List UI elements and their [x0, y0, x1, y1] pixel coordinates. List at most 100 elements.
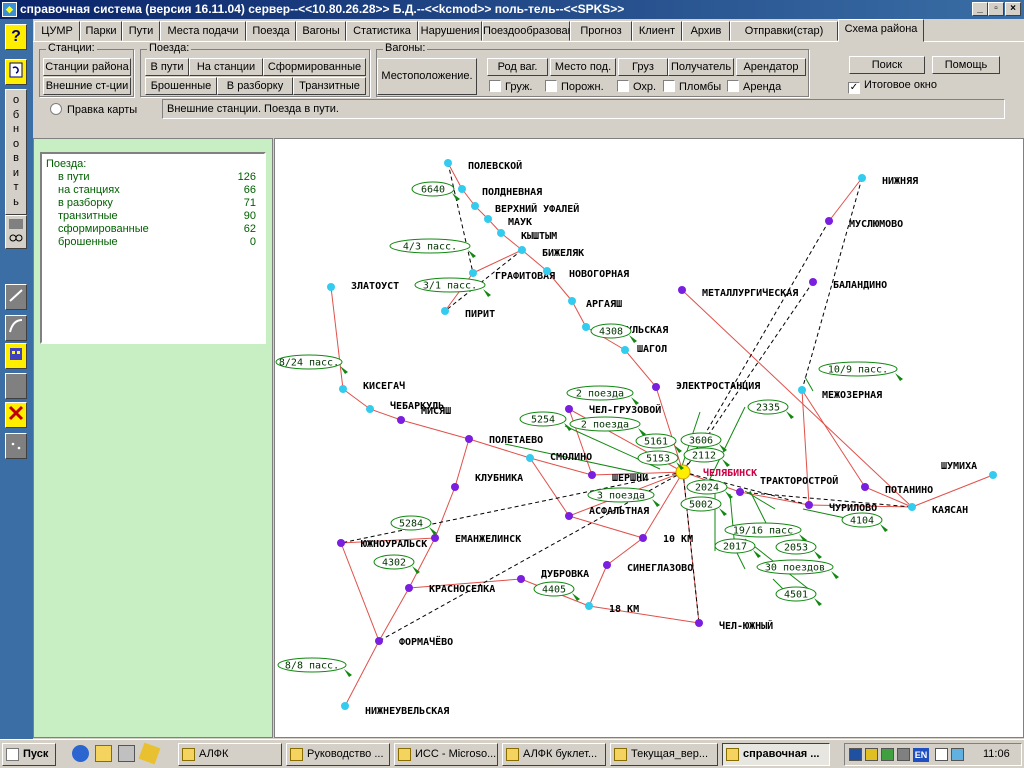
draw-line-button[interactable] [5, 284, 27, 310]
tab-4[interactable]: Места подачи [160, 21, 246, 41]
train-label-ellipse[interactable] [683, 447, 725, 463]
train-label[interactable]: 5153 [637, 450, 684, 470]
taskbar-item[interactable]: Руководство ... [286, 743, 390, 766]
seals-checkbox-box[interactable] [663, 80, 675, 92]
station-misyash[interactable]: МИСЯШ [397, 406, 451, 424]
train-label[interactable]: 4501 [775, 586, 822, 606]
station-muslyumovo[interactable]: МУСЛЮМОВО [825, 217, 903, 230]
station-marker[interactable] [337, 539, 345, 547]
station-10km[interactable]: 10 КМ [639, 534, 693, 545]
train-label[interactable]: 5161 [635, 433, 682, 453]
train-label[interactable]: 5254 [519, 411, 572, 431]
station-marker[interactable] [805, 501, 813, 509]
station-marker[interactable] [397, 416, 405, 424]
station-marker[interactable] [585, 602, 593, 610]
train-label[interactable]: 2335 [747, 399, 794, 419]
station-marker[interactable] [465, 435, 473, 443]
transit-trains-button[interactable]: Транзитные [293, 77, 366, 95]
tab-7[interactable]: Статистика [346, 21, 418, 41]
train-label-ellipse[interactable] [775, 586, 817, 602]
train-label-ellipse[interactable] [818, 361, 898, 377]
station-sheршni[interactable]: ШЕРШНИ [588, 471, 648, 484]
station-traktorostroy[interactable]: ТРАКТОРОСТРОЙ [736, 474, 838, 496]
train-label-ellipse[interactable] [277, 657, 347, 673]
train-label[interactable]: 4308 [590, 323, 637, 343]
station-marker[interactable] [543, 267, 551, 275]
train-label[interactable]: 19/16 пасс [724, 522, 807, 542]
taskbar-item[interactable]: АЛФК буклет... [502, 743, 606, 766]
station-marker[interactable] [736, 488, 744, 496]
station-pirit[interactable]: ПИРИТ [441, 307, 495, 320]
station-poldnevnaya[interactable]: ПОЛДНЕВНАЯ [458, 185, 542, 198]
station-marker[interactable] [339, 385, 347, 393]
guarded-checkbox-box[interactable] [617, 80, 629, 92]
train-label[interactable]: 2017 [714, 538, 761, 558]
ie-icon[interactable] [72, 745, 89, 762]
train-label[interactable]: 8/24 пасс. [275, 354, 348, 374]
trains-on-route-button[interactable]: В пути [145, 58, 189, 76]
train-label[interactable]: 3606 [680, 432, 727, 452]
tab-5[interactable]: Поезда [246, 21, 296, 41]
train-label[interactable]: 4104 [841, 512, 888, 532]
train-label[interactable]: 5002 [680, 496, 727, 516]
station-marker[interactable] [327, 283, 335, 291]
tray-speaker-icon[interactable] [935, 748, 948, 761]
hub-station-marker[interactable] [675, 464, 691, 480]
taskbar-item[interactable]: справочная ... [722, 743, 830, 766]
station-marker[interactable] [588, 471, 596, 479]
train-label[interactable]: 4302 [373, 554, 420, 574]
station-mezhozernaya[interactable]: МЕЖОЗЕРНАЯ [798, 386, 882, 401]
station-marker[interactable] [989, 471, 997, 479]
station-metallurg[interactable]: МЕТАЛЛУРГИЧЕСКАЯ [678, 286, 798, 299]
station-nizhneuvelskaya[interactable]: НИЖНЕУВЕЛЬСКАЯ [341, 702, 449, 717]
search-button[interactable]: Поиск [849, 56, 925, 74]
quicklaunch-icon[interactable] [138, 742, 161, 765]
guarded-checkbox[interactable]: Охр. [617, 80, 656, 94]
train-label-ellipse[interactable] [637, 450, 679, 466]
station-dubrovka[interactable]: ДУБРОВКА [517, 569, 589, 583]
train-label-ellipse[interactable] [566, 385, 634, 401]
station-elektrostantsiya[interactable]: ЭЛЕКТРОСТАНЦИЯ [652, 381, 760, 392]
station-marker[interactable] [517, 575, 525, 583]
station-kisegach[interactable]: КИСЕГАЧ [339, 380, 405, 393]
train-label-ellipse[interactable] [841, 512, 883, 528]
tab-9[interactable]: Поездообразование [482, 21, 586, 41]
close-button[interactable]: × [1005, 2, 1021, 16]
station-krasnoselka[interactable]: КРАСНОСЕЛКА [405, 584, 495, 595]
station-mauk[interactable]: МАУК [484, 215, 532, 228]
station-marker[interactable] [471, 202, 479, 210]
train-label-ellipse[interactable] [587, 487, 655, 503]
tab-1[interactable]: ЦУМР [34, 21, 80, 41]
station-marker[interactable] [652, 383, 660, 391]
station-marker[interactable] [621, 346, 629, 354]
station-marker[interactable] [809, 278, 817, 286]
train-label[interactable]: 6640 [411, 181, 460, 201]
station-chelyabinsk[interactable]: ЧЕЛЯБИНСК [675, 464, 757, 480]
tab-8[interactable]: Нарушения [418, 21, 482, 41]
train-label-ellipse[interactable] [275, 354, 343, 370]
loaded-checkbox[interactable]: Груж. [489, 80, 532, 94]
station-marker[interactable] [678, 286, 686, 294]
summary-window-checkbox[interactable]: ✓Итоговое окно [848, 79, 937, 94]
tray-display-icon[interactable] [951, 748, 964, 761]
maximize-button[interactable]: ▫ [988, 2, 1004, 16]
tray-monitor-icon[interactable] [897, 748, 910, 761]
train-label[interactable]: 5284 [390, 515, 437, 535]
taskbar-item[interactable]: АЛФК [178, 743, 282, 766]
station-marker[interactable] [861, 483, 869, 491]
train-label[interactable]: 2053 [775, 539, 822, 559]
train-label[interactable]: 4405 [533, 581, 580, 601]
station-balandino[interactable]: БАЛАНДИНО [809, 278, 887, 291]
station-churilovo[interactable]: ЧУРИЛОВО [805, 501, 877, 514]
train-label-ellipse[interactable] [414, 277, 486, 293]
tab-14[interactable]: Схема района [838, 19, 924, 42]
station-nizhnyaya[interactable]: НИЖНЯЯ [858, 174, 918, 187]
train-label[interactable]: 2 поезда [566, 385, 639, 405]
lease-checkbox[interactable]: Аренда [727, 80, 781, 94]
station-marker[interactable] [695, 619, 703, 627]
train-label[interactable]: 8/8 пасс. [277, 657, 352, 677]
station-marker[interactable] [639, 534, 647, 542]
station-emanzhelinsk[interactable]: ЕМАНЖЕЛИНСК [431, 534, 521, 545]
station-essaulskaya[interactable]: ЕССАУЛЬСКАЯ [582, 323, 668, 336]
